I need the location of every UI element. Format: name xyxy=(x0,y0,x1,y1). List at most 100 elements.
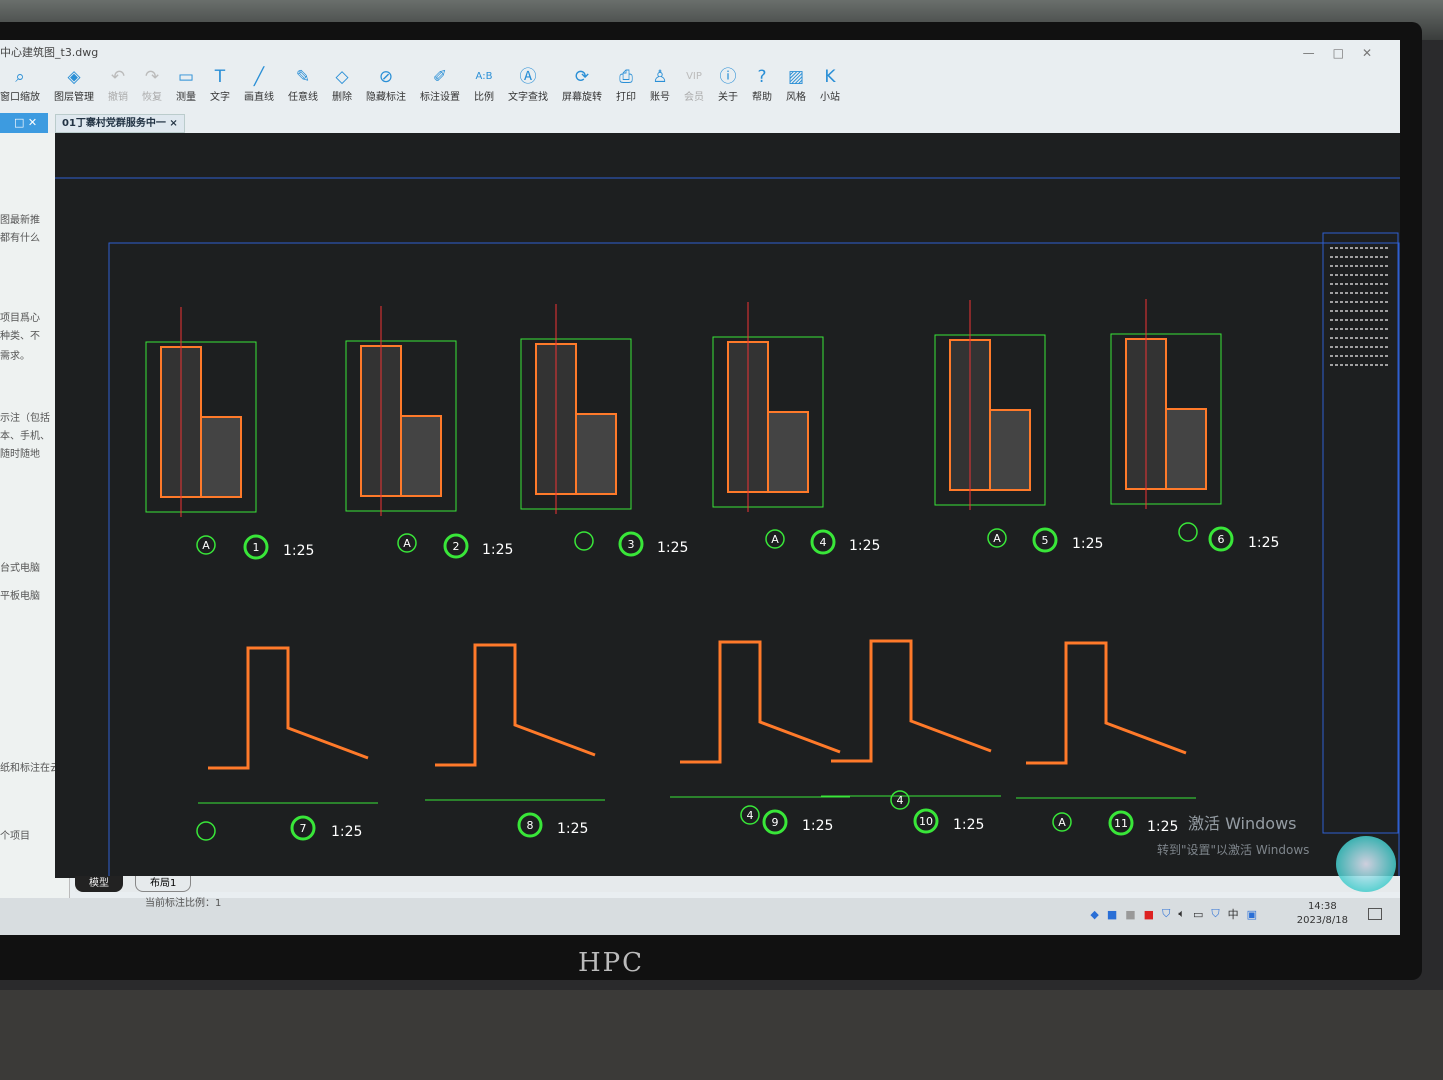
axis-marker xyxy=(196,821,216,841)
toolbar-button-measure[interactable]: ▭测量 xyxy=(176,66,196,103)
tab-bar: □ ✕ 01丁寨村党群服务中一 × xyxy=(0,113,1400,133)
floating-assistant-icon[interactable] xyxy=(1336,836,1396,892)
detail-number: 10 xyxy=(919,815,933,828)
beam-section xyxy=(575,413,617,495)
document-tab[interactable]: 01丁寨村党群服务中一 × xyxy=(55,114,185,133)
detail-scale: 1:25 xyxy=(283,543,314,559)
date: 2023/8/18 xyxy=(1296,915,1348,926)
text-search-icon: Ⓐ xyxy=(519,67,537,87)
side-panel-text: 示注（包括 xyxy=(0,413,50,424)
detail-number: 4 xyxy=(820,536,827,549)
detail-scale: 1:25 xyxy=(657,540,688,556)
axis-label: A xyxy=(771,533,779,546)
toolbar-button-undo[interactable]: ↶撤销 xyxy=(108,66,128,103)
toolbar-label: 账号 xyxy=(650,92,670,103)
toolbar-label: 文字查找 xyxy=(508,92,548,103)
toolbar-button-style[interactable]: ▨ 风格 xyxy=(786,66,806,103)
axis-marker xyxy=(890,790,910,810)
axis-label: 4 xyxy=(747,809,754,822)
detail-scale: 1:25 xyxy=(482,542,513,558)
title-bar: 中心建筑图_t3.dwg —□✕ xyxy=(0,40,1400,66)
window-controls[interactable]: —□✕ xyxy=(1303,40,1390,66)
shield-icon[interactable]: ⛉ xyxy=(1162,907,1171,920)
toolbar-button-text-search[interactable]: Ⓐ 文字查找 xyxy=(508,66,548,103)
hide-icon: ⊘ xyxy=(378,67,394,87)
detail-scale: 1:25 xyxy=(953,817,984,833)
drawing-frame xyxy=(108,242,1400,884)
account-icon: ♙ xyxy=(652,67,668,87)
detail-number: 1 xyxy=(253,541,260,554)
detail-number: 7 xyxy=(300,822,307,835)
print-icon: ⎙ xyxy=(619,67,633,87)
minimize-button[interactable]: — xyxy=(1302,46,1333,60)
toolbar-button-account[interactable]: ♙ 账号 xyxy=(650,66,670,103)
detail-scale: 1:25 xyxy=(331,824,362,840)
volume-icon[interactable]: 🔈︎ xyxy=(1178,907,1185,920)
network-icon[interactable]: ▭ xyxy=(1192,907,1204,921)
window-title: 中心建筑图_t3.dwg xyxy=(0,46,99,59)
tray-app-icon[interactable]: ◆ xyxy=(1090,907,1099,921)
toolbar-button-zoom-window[interactable]: ⌕窗口缩放 xyxy=(0,66,40,103)
maximize-button[interactable]: □ xyxy=(1332,46,1362,60)
tab-layout1[interactable]: 布局1 xyxy=(135,876,192,892)
axis-marker xyxy=(574,531,594,551)
style-icon: ▨ xyxy=(787,67,805,87)
axis-marker xyxy=(1052,812,1072,832)
toolbar-button-print[interactable]: ⎙打印 xyxy=(616,66,636,103)
detail-number-circle xyxy=(290,815,316,841)
notification-icon[interactable] xyxy=(1368,908,1382,920)
toolbar-label: 标注设置 xyxy=(420,92,460,103)
axis-marker xyxy=(740,805,760,825)
line-icon: ╱ xyxy=(253,67,265,87)
tab-model[interactable]: 模型 xyxy=(75,876,123,892)
toolbar-button-help[interactable]: ?帮助 xyxy=(752,66,772,103)
detail-scale: 1:25 xyxy=(849,538,880,554)
beam-section xyxy=(400,415,442,497)
roof-section xyxy=(435,643,596,767)
toolbar-label: 测量 xyxy=(176,92,196,103)
toolbar-button-eraser[interactable]: ◇删除 xyxy=(332,66,352,103)
about-icon: ⓘ xyxy=(719,67,737,87)
tray-app-icon[interactable]: ■ xyxy=(1125,907,1136,921)
scale-icon: A:B xyxy=(475,71,493,82)
pdf-icon[interactable]: ■ xyxy=(1143,907,1155,921)
toolbar-label: 风格 xyxy=(786,92,806,103)
dimension-frame xyxy=(145,341,257,513)
toolbar-label: 删除 xyxy=(332,92,352,103)
toolbar-button-redo[interactable]: ↷恢复 xyxy=(142,66,162,103)
toolbar-label: 画直线 xyxy=(244,92,274,103)
toolbar-label: 屏幕旋转 xyxy=(562,92,602,103)
toolbar-label: 小站 xyxy=(820,92,840,103)
toolbar-button-annotation-settings[interactable]: ✐标注设置 xyxy=(420,66,460,103)
detail-scale: 1:25 xyxy=(802,818,833,834)
input-method-icon[interactable]: ▣ xyxy=(1246,907,1257,921)
toolbar-label: 任意线 xyxy=(288,92,318,103)
toolbar-button-hide[interactable]: ⊘ 隐藏标注 xyxy=(366,66,406,103)
toolbar-button-rotate[interactable]: ⟳屏幕旋转 xyxy=(562,66,602,103)
toolbar-label: 图层管理 xyxy=(54,92,94,103)
taskbar: ◆ ■ ■ ■ ⛉ 🔈︎ ▭ ⛉ 中 ▣ 14:38 2023/8/18 xyxy=(0,898,1400,935)
clock[interactable]: 14:38 2023/8/18 xyxy=(1297,900,1348,928)
toolbar-label: 隐藏标注 xyxy=(366,92,406,103)
toolbar-button-line[interactable]: ╱ 画直线 xyxy=(244,66,274,103)
beam-section xyxy=(989,409,1031,491)
side-panel-text: 都有什么 xyxy=(0,233,40,244)
detail-number-circle xyxy=(618,531,644,557)
detail-number-circle xyxy=(1108,810,1134,836)
toolbar-button-pen[interactable]: ✎任意线 xyxy=(288,66,318,103)
security-icon[interactable]: ⛉ xyxy=(1211,907,1220,920)
side-panel-text: 项目爲心 xyxy=(0,313,40,324)
detail-scale: 1:25 xyxy=(1147,819,1178,835)
toolbar-button-layers[interactable]: ◈图层管理 xyxy=(54,66,94,103)
ime-indicator[interactable]: 中 xyxy=(1227,908,1239,921)
beam-section xyxy=(200,416,242,498)
close-button[interactable]: ✕ xyxy=(1361,46,1390,60)
tray-app-icon[interactable]: ■ xyxy=(1106,907,1118,921)
side-panel-tab[interactable]: □ ✕ xyxy=(0,113,48,133)
